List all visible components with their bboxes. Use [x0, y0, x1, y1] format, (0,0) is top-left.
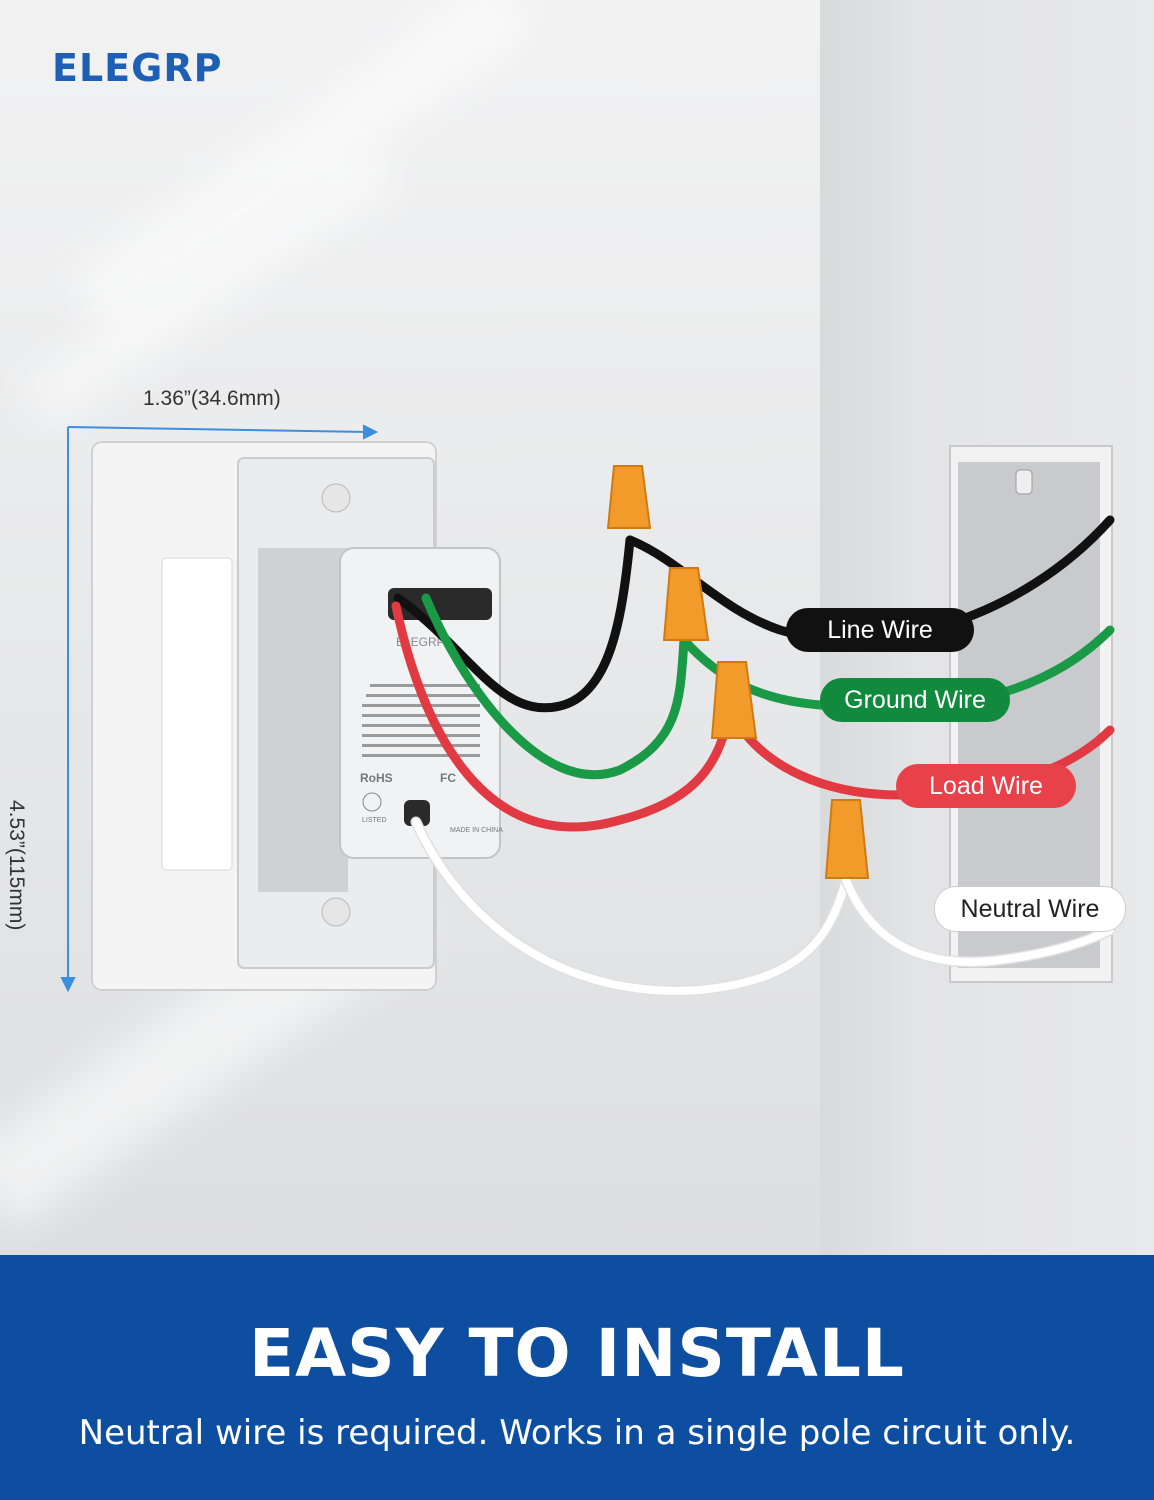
made-in-mark: MADE IN CHINA	[450, 827, 503, 834]
ul-mark	[362, 792, 382, 812]
brand-logo: ELEGRP	[52, 46, 223, 90]
wire-nut-neutral	[824, 799, 870, 879]
neutral-wire-to-box-core	[842, 876, 1114, 966]
mount-screw	[321, 483, 351, 513]
mount-screw	[321, 897, 351, 927]
rohs-mark: RoHS	[360, 771, 393, 785]
product-scene: ELEGRP RoHS FC LISTED MADE IN CHINA	[0, 0, 1154, 1255]
listed-mark: LISTED	[362, 817, 387, 824]
wiring-illustration: ELEGRP RoHS FC LISTED MADE IN CHINA	[60, 424, 1116, 997]
neutral-wire-label: Neutral Wire	[934, 886, 1126, 932]
ground-wire-label: Ground Wire	[820, 678, 1010, 722]
wire-nuts	[606, 465, 870, 879]
neutral-terminal	[404, 800, 430, 826]
switch-side	[258, 548, 348, 892]
dimension-arrows	[60, 424, 379, 993]
rocker-paddle	[161, 557, 233, 871]
load-wire-from-switch	[391, 601, 735, 832]
wire-nut-ground	[662, 567, 710, 641]
box-screw	[1015, 469, 1033, 495]
neutral-wire-from-switch-core	[412, 818, 850, 995]
wire-nut-load	[710, 661, 758, 739]
width-dimension-label: 1.36”(34.6mm)	[143, 387, 281, 410]
height-dimension-label: 4.53”(115mm)	[5, 800, 28, 931]
wire-nut-line	[606, 465, 652, 529]
info-banner: EASY TO INSTALL Neutral wire is required…	[0, 1255, 1154, 1500]
load-wire-label: Load Wire	[896, 764, 1076, 808]
banner-subtitle: Neutral wire is required. Works in a sin…	[78, 1413, 1076, 1453]
banner-title: EASY TO INSTALL	[249, 1315, 905, 1392]
switch-body	[339, 547, 501, 859]
fc-mark: FC	[440, 771, 456, 785]
line-wire-label: Line Wire	[786, 608, 974, 652]
ground-wire-from-switch	[421, 593, 689, 780]
